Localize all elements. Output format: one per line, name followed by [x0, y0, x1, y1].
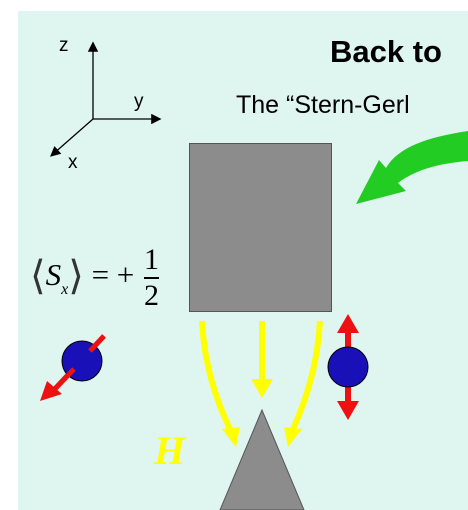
slide-graphics	[40, 41, 468, 510]
magnet-pole-icon	[219, 408, 305, 510]
fraction-numerator: 1	[144, 243, 160, 276]
slide-title: Back to	[330, 34, 442, 69]
z-axis-label: z	[59, 35, 69, 56]
y-axis-label: y	[134, 91, 144, 112]
field-arrows	[199, 320, 323, 447]
pointer-arrow-icon	[356, 131, 468, 204]
operator-subscript: x	[61, 281, 69, 299]
coordinate-axes-icon	[50, 41, 162, 157]
fraction-denominator: 2	[144, 277, 160, 312]
equals-plus: = +	[91, 257, 135, 293]
spin-particle-right-icon	[327, 314, 369, 420]
fraction: 1 2	[144, 243, 160, 313]
magnet-upper-block	[189, 143, 332, 312]
field-label: H	[154, 428, 186, 473]
spin-particle-left-icon	[40, 334, 106, 401]
left-angle-bracket: ⟨	[30, 253, 46, 299]
spin-expectation-equation: ⟨Sx⟩ = + 1 2	[30, 243, 160, 313]
right-angle-bracket: ⟩	[68, 253, 84, 299]
slide-subtitle: The “Stern-Gerl	[236, 91, 410, 119]
operator-symbol: S	[45, 257, 62, 293]
x-axis-label: x	[68, 152, 78, 173]
slide: Back to The “Stern-Gerl z y x ⟨Sx⟩ = + 1…	[18, 11, 468, 510]
